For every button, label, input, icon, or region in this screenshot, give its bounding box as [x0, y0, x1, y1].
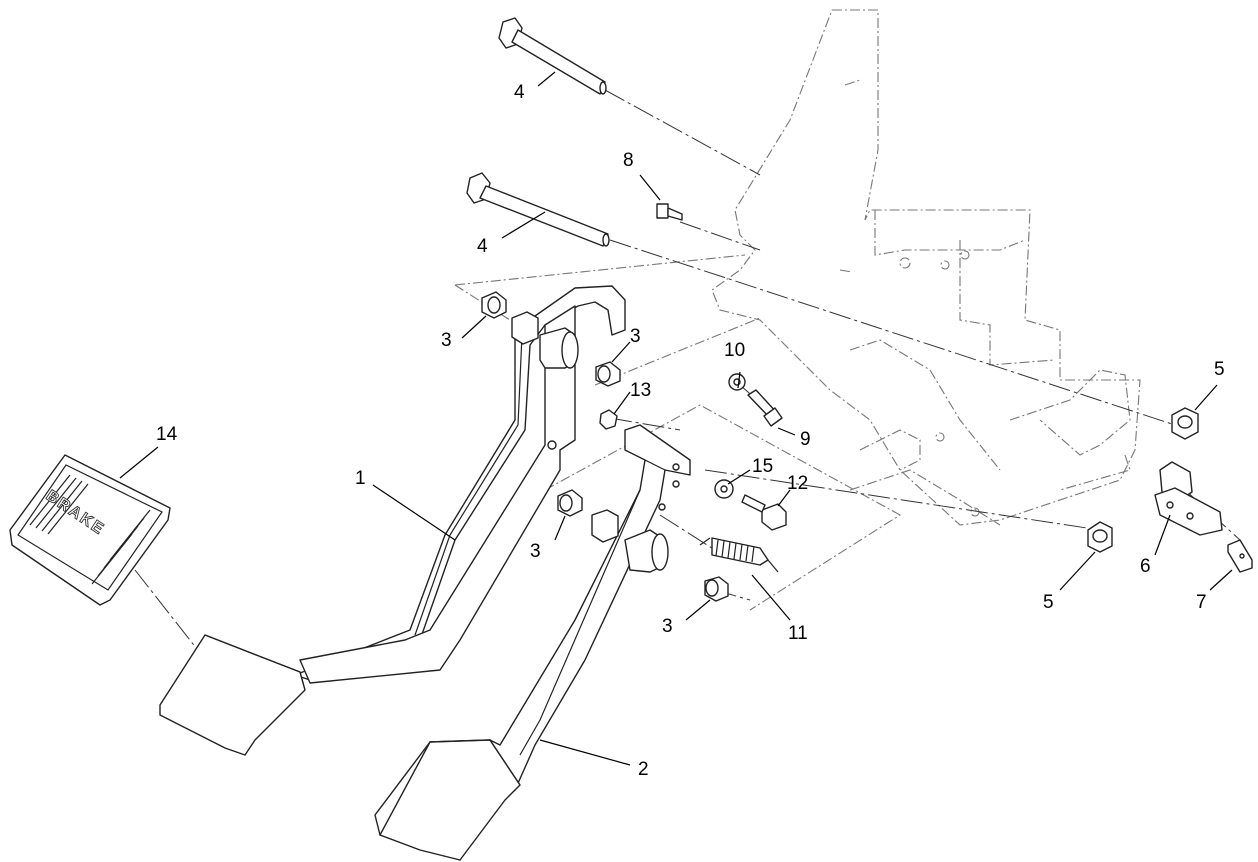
- callout-3-upper-right: 3: [630, 326, 641, 347]
- callout-labels: 4 4 8 3 3 3 3 1 2 10 9 13 15 12 11 5 5 6…: [156, 82, 1225, 780]
- flange-nut-right: [1171, 407, 1199, 440]
- callout-2: 2: [638, 759, 649, 780]
- nut-small: [599, 409, 618, 430]
- pedal-switch-bracket: [1154, 461, 1223, 536]
- washer-small: [728, 373, 746, 391]
- callout-leaders: [119, 71, 1233, 766]
- brake-pedal-pad: BRAKE: [9, 454, 171, 606]
- bushing-upper-right: [595, 361, 621, 387]
- switch-clip: [1227, 539, 1253, 573]
- pivot-pin: [747, 389, 783, 427]
- flange-nut-lower: [1087, 521, 1113, 553]
- callout-13: 13: [630, 380, 651, 401]
- callout-12: 12: [787, 473, 808, 494]
- callout-10: 10: [724, 340, 745, 361]
- callout-4-lower: 4: [477, 236, 488, 257]
- callout-6: 6: [1140, 556, 1151, 577]
- spacer-tube-upper: [511, 311, 539, 345]
- callout-14: 14: [156, 424, 178, 445]
- spacer-tube-lower: [591, 509, 619, 543]
- callout-1: 1: [355, 468, 366, 489]
- callout-5-lower: 5: [1043, 592, 1054, 613]
- callout-15: 15: [752, 456, 773, 477]
- flat-washer: [714, 479, 734, 499]
- callout-8: 8: [623, 150, 634, 171]
- callout-3-upper-left: 3: [441, 330, 452, 351]
- assembly-center-lines: [134, 89, 1241, 673]
- screw-small: [656, 203, 683, 221]
- bushing-lower-right: [704, 576, 729, 602]
- callout-7: 7: [1196, 592, 1207, 613]
- return-spring: [699, 537, 779, 573]
- bushing-lower-left: [557, 489, 583, 517]
- shoulder-bolt: [741, 494, 787, 531]
- brake-pedal-arm: [159, 285, 626, 756]
- callout-4-upper: 4: [514, 82, 525, 103]
- callout-11: 11: [788, 623, 808, 644]
- callout-3-lower-left: 3: [530, 541, 541, 562]
- callout-3-lower-right: 3: [662, 616, 673, 637]
- callout-5-right: 5: [1214, 359, 1225, 380]
- bolt-long-lower: [466, 172, 610, 247]
- bushing-upper-left: [481, 291, 507, 319]
- callout-9: 9: [800, 429, 811, 450]
- bolt-long-upper: [498, 17, 607, 95]
